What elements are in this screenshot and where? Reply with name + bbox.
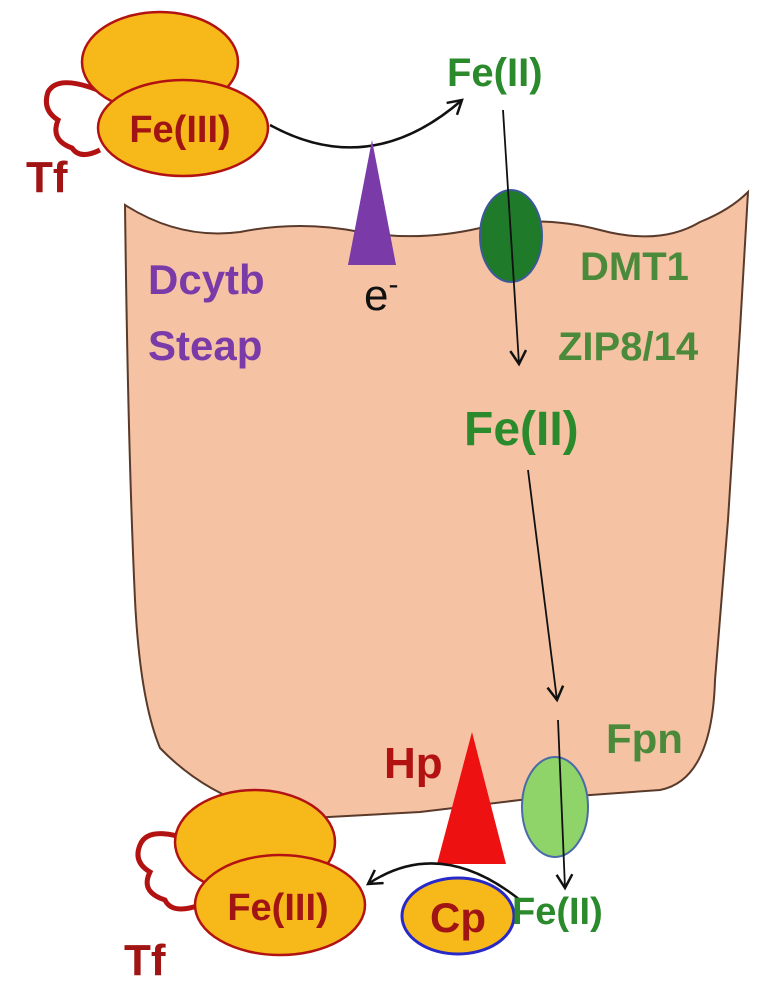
fe3-label-top: Fe(III): [129, 109, 230, 151]
fe3-label-bottom: Fe(III): [227, 887, 328, 929]
fe2-label-cytoplasm: Fe(II): [464, 403, 579, 456]
ferroportin-transporter: [522, 757, 588, 857]
tf-label-bottom: Tf: [124, 936, 166, 984]
exporter-name-fpn: Fpn: [606, 715, 683, 762]
ceruloplasmin-label: Cp: [430, 894, 486, 941]
reductase-name-steap: Steap: [148, 322, 262, 369]
transferrin-top: [46, 12, 268, 176]
tf-label-top: Tf: [26, 153, 68, 202]
dcytb-reductase-triangle: [348, 140, 396, 265]
importer-name-dmt1: DMT1: [580, 245, 689, 289]
fe2-label-top: Fe(II): [447, 51, 543, 95]
importer-name-zip: ZIP8/14: [558, 325, 699, 369]
hephaestin-label: Hp: [384, 739, 443, 788]
electron-superscript: -: [388, 268, 398, 301]
reduction-arrow: [270, 100, 462, 147]
reductase-name-dcytb: Dcytb: [148, 256, 265, 303]
fe2-label-bottom: Fe(II): [512, 891, 603, 933]
